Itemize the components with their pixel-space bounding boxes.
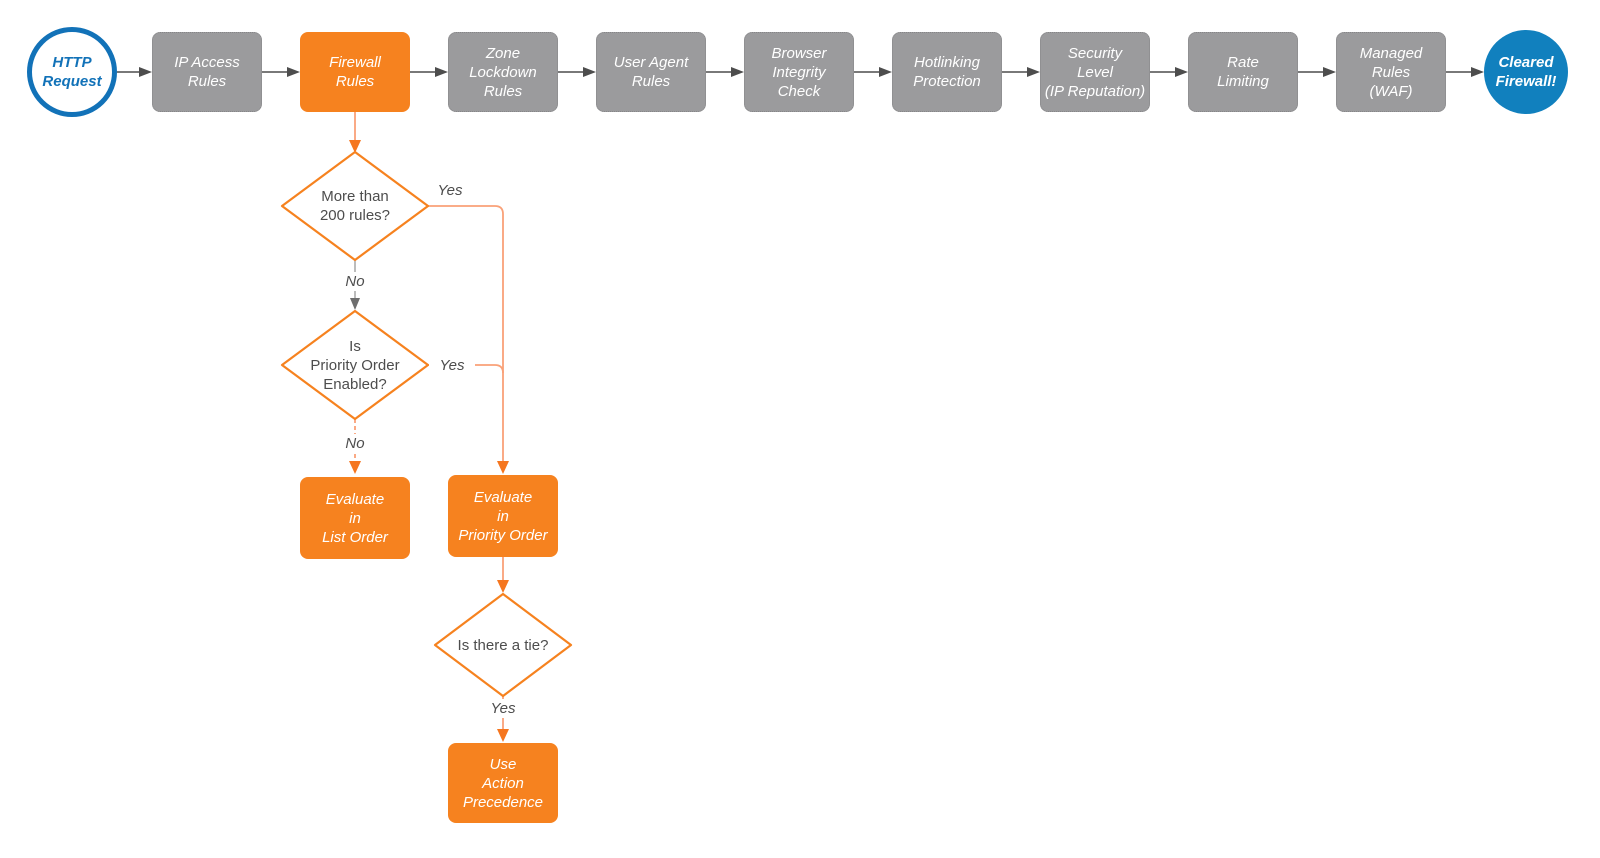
- node-use-action-precedence-label: Use Action Precedence: [462, 755, 544, 811]
- diamond-more-than-200-rules-label: More than 200 rules?: [319, 188, 391, 224]
- diamond-priority-order-enabled-label: Is Priority Order Enabled?: [310, 338, 400, 393]
- node-browser-integrity-check-label: Browser Integrity Check: [771, 44, 827, 100]
- diamond-is-there-a-tie-label: Is there a tie?: [457, 637, 549, 654]
- node-managed-rules-waf-label: Managed Rules (WAF): [1359, 44, 1423, 100]
- edge-label-d2-no: No: [337, 434, 373, 453]
- node-evaluate-list-order-label: Evaluate in List Order: [322, 490, 388, 546]
- edge-label-d1-no: No: [337, 272, 373, 291]
- node-managed-rules-waf: Managed Rules (WAF): [1336, 32, 1446, 112]
- node-http-request-label: HTTP Request: [42, 54, 102, 90]
- node-user-agent-rules: User Agent Rules: [596, 32, 706, 112]
- node-ip-access-rules: IP Access Rules: [152, 32, 262, 112]
- node-security-level-label: Security Level (IP Reputation): [1044, 44, 1146, 100]
- node-rate-limiting: Rate Limiting: [1188, 32, 1298, 112]
- node-zone-lockdown-rules: Zone Lockdown Rules: [448, 32, 558, 112]
- node-http-request: HTTP Request: [27, 27, 117, 117]
- node-evaluate-priority-order-label: Evaluate in Priority Order: [458, 488, 548, 544]
- edge-label-d1-yes: Yes: [437, 182, 463, 199]
- node-security-level: Security Level (IP Reputation): [1040, 32, 1150, 112]
- node-browser-integrity-check: Browser Integrity Check: [744, 32, 854, 112]
- node-firewall-rules: Firewall Rules: [300, 32, 410, 112]
- edge-d1-yes: [428, 205, 504, 461]
- node-firewall-rules-label: Firewall Rules: [329, 54, 381, 90]
- node-evaluate-list-order: Evaluate in List Order: [300, 477, 410, 559]
- node-use-action-precedence: Use Action Precedence: [448, 743, 558, 823]
- node-cleared-firewall-label: Cleared Firewall!: [1495, 54, 1557, 90]
- gray-no-arrowhead: [350, 298, 360, 310]
- edge-label-d3-yes: Yes: [481, 699, 525, 718]
- node-hotlinking-protection: Hotlinking Protection: [892, 32, 1002, 112]
- node-user-agent-rules-label: User Agent Rules: [613, 54, 689, 90]
- edge-label-d2-yes: Yes: [429, 356, 475, 375]
- node-evaluate-priority-order: Evaluate in Priority Order: [448, 475, 558, 557]
- node-ip-access-rules-label: IP Access Rules: [174, 54, 240, 90]
- node-zone-lockdown-rules-label: Zone Lockdown Rules: [469, 44, 537, 100]
- node-cleared-firewall: Cleared Firewall!: [1484, 30, 1568, 114]
- node-hotlinking-protection-label: Hotlinking Protection: [913, 54, 981, 90]
- decision-diamonds: [280, 150, 573, 698]
- node-rate-limiting-label: Rate Limiting: [1217, 54, 1269, 90]
